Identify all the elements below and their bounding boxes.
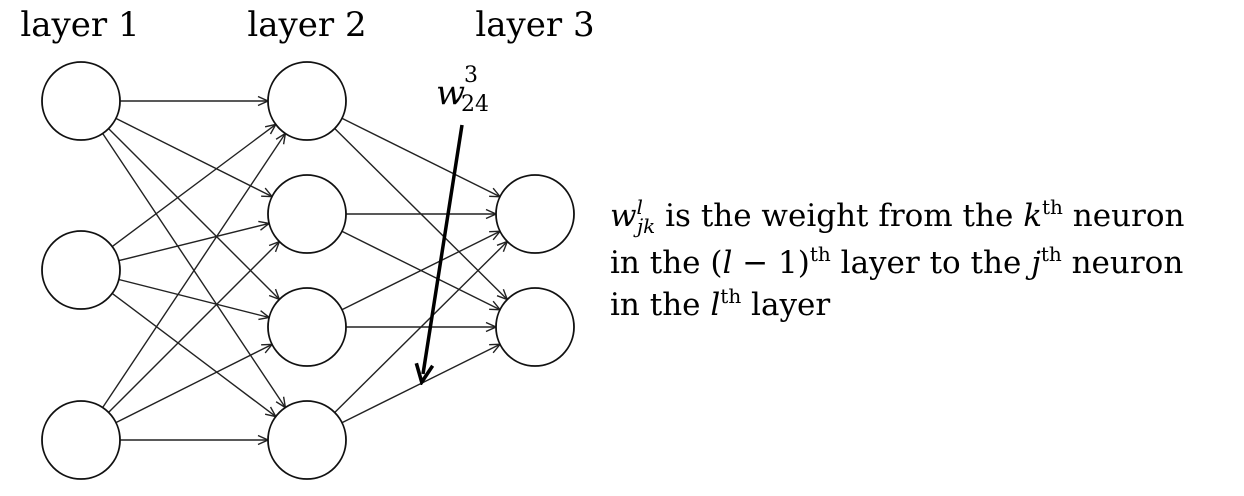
neuron-layer3-1 (495, 174, 575, 254)
neuron-layer2-1 (267, 61, 347, 141)
weight-subscript: 24 (461, 92, 489, 117)
layer-2-label: layer 2 (247, 5, 366, 45)
caption-text-3: in the ( (610, 245, 722, 281)
weight-superscript: 3 (464, 63, 478, 88)
caption-l-2: l (710, 287, 720, 323)
edge-l1n1-l2n2 (115, 117, 272, 196)
caption-w-sub: jk (633, 214, 655, 238)
caption-text-6: neuron (1062, 245, 1184, 281)
edge-l2n3-l3n1 (341, 231, 500, 311)
edge-l2n4-l3n2 (341, 344, 500, 424)
edge-l1n2-l2n2 (118, 223, 269, 262)
caption-line-2: in the (l − 1)th layer to the jth neuron (610, 242, 1183, 281)
caption-w: w (610, 198, 637, 234)
caption-text-7: in the (610, 287, 710, 323)
caption-k: k (1023, 198, 1042, 234)
edge-l1n1-l2n3 (108, 128, 280, 300)
layer-3-label: layer 3 (475, 5, 594, 45)
edge-l1n3-l2n3 (115, 344, 272, 424)
neuron-layer1-3 (41, 400, 121, 480)
edge-l1n3-l2n2 (108, 242, 280, 413)
edge-l1n2-l2n4 (111, 292, 276, 416)
layer-1-label: layer 1 (20, 5, 139, 45)
caption-th-3: th (1041, 242, 1062, 266)
caption-text-4: − 1) (732, 245, 810, 281)
caption-text-2: neuron (1063, 198, 1185, 234)
highlight-arrow (423, 124, 464, 374)
weight-label-w24-3: w 3 24 (436, 63, 489, 117)
caption-th-1: th (1042, 195, 1063, 219)
neuron-layer3-2 (495, 287, 575, 367)
neuron-layer1-2 (41, 230, 121, 310)
neuron-layer2-3 (267, 287, 347, 367)
edge-l1n2-l2n1 (111, 124, 276, 248)
caption-text-5: layer to the (831, 245, 1031, 281)
caption-line-3: in the lth layer (610, 284, 830, 323)
connection-edges (102, 101, 508, 440)
edge-l1n2-l2n3 (118, 278, 269, 318)
edge-l1n3-l2n1 (102, 133, 286, 408)
edge-l2n4-l3n1 (334, 242, 508, 413)
caption-th-4: th (720, 284, 741, 308)
neuron-layer2-2 (267, 174, 347, 254)
neuron-layer2-4 (267, 400, 347, 480)
caption-l: l (722, 245, 732, 281)
caption-th-2: th (810, 242, 831, 266)
edge-l2n1-l3n1 (341, 117, 500, 196)
neuron-layer1-1 (41, 61, 121, 141)
caption-text-1: is the weight from the (655, 198, 1023, 234)
neuron-nodes (41, 61, 575, 480)
weight-base: w (436, 73, 465, 113)
caption-text-8: layer (741, 287, 830, 323)
caption-w-sup: l (637, 195, 643, 219)
